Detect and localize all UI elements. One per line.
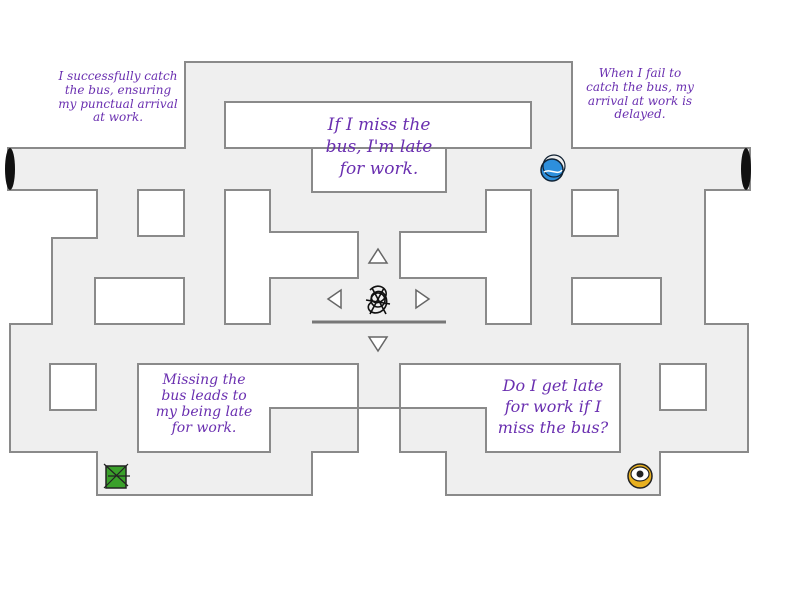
caption-bottom-right: Do I get late for work if I miss the bus…	[497, 376, 609, 437]
player-scribble-icon	[365, 285, 391, 315]
down-arrow-button[interactable]	[367, 336, 389, 353]
blue-ghost-icon	[540, 154, 566, 182]
caption-top-right: When I fail to catch the bus, my arrival…	[586, 66, 694, 122]
maze-walls	[49, 101, 707, 453]
caption-center: If I miss the bus, I'm late for work.	[325, 115, 433, 180]
caption-top-left: I successfully catch the bus, ensuring m…	[58, 69, 178, 125]
green-ghost-icon	[103, 463, 130, 489]
caption-bottom-left: Missing the bus leads to my being late f…	[155, 372, 253, 437]
yellow-ghost-icon	[627, 463, 653, 489]
left-arrow-button[interactable]	[326, 288, 342, 310]
up-arrow-button[interactable]	[367, 247, 389, 264]
right-tunnel-icon	[741, 148, 751, 190]
left-tunnel-icon	[5, 148, 15, 190]
right-arrow-button[interactable]	[415, 288, 431, 310]
